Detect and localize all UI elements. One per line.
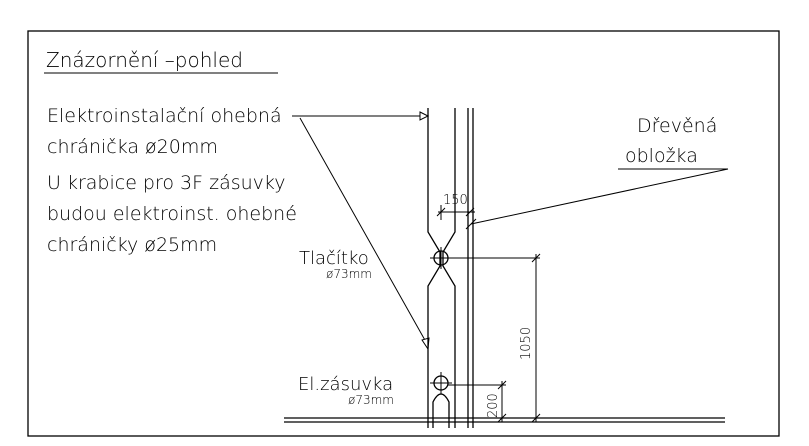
button-size-label: ø73mm [326,267,372,281]
lining-label-line-2: obložka [625,145,698,167]
socket-size-label: ø73mm [348,393,394,407]
lining-label-line-1: Dřevěná [637,115,717,137]
button-label: Tlačítko [299,248,369,269]
dim-1050-tick-top [531,253,541,263]
dim-200-tick-top [497,380,507,390]
dim-200-tick-bottom [497,413,507,423]
lining-leader-tick [465,218,477,230]
socket-conduit-arch [432,393,450,428]
dim-150-value: 150 [443,193,468,208]
drawing-frame [27,30,780,437]
drawing-title: Znázornění –pohled [46,48,243,72]
dim-1050-tick-bottom [531,413,541,423]
conduit-left-edge [427,108,441,375]
socket-label: El.zásuvka [298,374,393,395]
note-leader-arrowhead [419,111,430,121]
note-line-3: U krabice pro 3F zásuvky [47,172,285,194]
lining-leader [470,168,729,225]
note-line-4: budou elektroinst. ohebné [47,203,297,225]
note-line-5: chráničky ø25mm [47,234,217,256]
dim-1050-value: 1050 [519,327,534,360]
note-line-2: chránička ø20mm [47,136,218,158]
note-line-1: Elektroinstalační ohebná [47,105,282,127]
note-leader-diagonal [299,117,427,343]
conduit-right-edge [442,108,456,375]
dim-200-value: 200 [486,393,501,418]
dim-150-tick-right [465,207,475,217]
dim-150-tick-left [436,207,446,217]
